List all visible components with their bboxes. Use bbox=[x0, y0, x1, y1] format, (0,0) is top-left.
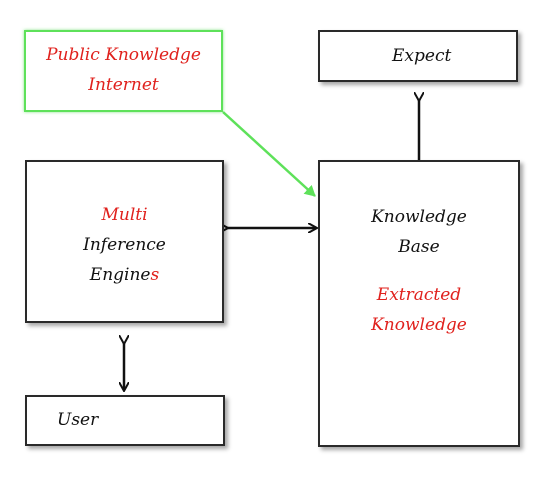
node-knowledge-base: Knowledge Base Extracted Knowledge bbox=[318, 160, 520, 447]
multi-line2: Inference bbox=[83, 235, 166, 255]
multi-line3-suffix: s bbox=[150, 265, 160, 285]
kb-spacer bbox=[320, 262, 518, 280]
public-line1: Public Knowledge bbox=[46, 45, 201, 65]
multi-line3-main: Engine bbox=[89, 265, 151, 285]
node-expect: Expect bbox=[318, 30, 518, 82]
kb-line2: Base bbox=[398, 237, 440, 257]
edge-public-to-kb bbox=[222, 111, 316, 197]
multi-line1: Multi bbox=[101, 205, 148, 225]
kb-line3: Extracted bbox=[376, 285, 462, 305]
kb-line1: Knowledge bbox=[371, 207, 467, 227]
expect-label: Expect bbox=[392, 46, 452, 66]
node-user: User bbox=[25, 395, 225, 446]
node-public-knowledge-internet: Public Knowledge Internet bbox=[24, 30, 223, 112]
kb-line4: Knowledge bbox=[371, 315, 467, 335]
node-multi-inference-engines: Multi Inference Engines bbox=[25, 160, 224, 323]
multi-line3: Engines bbox=[27, 260, 222, 290]
public-line2: Internet bbox=[88, 75, 159, 95]
user-label: User bbox=[57, 410, 99, 430]
